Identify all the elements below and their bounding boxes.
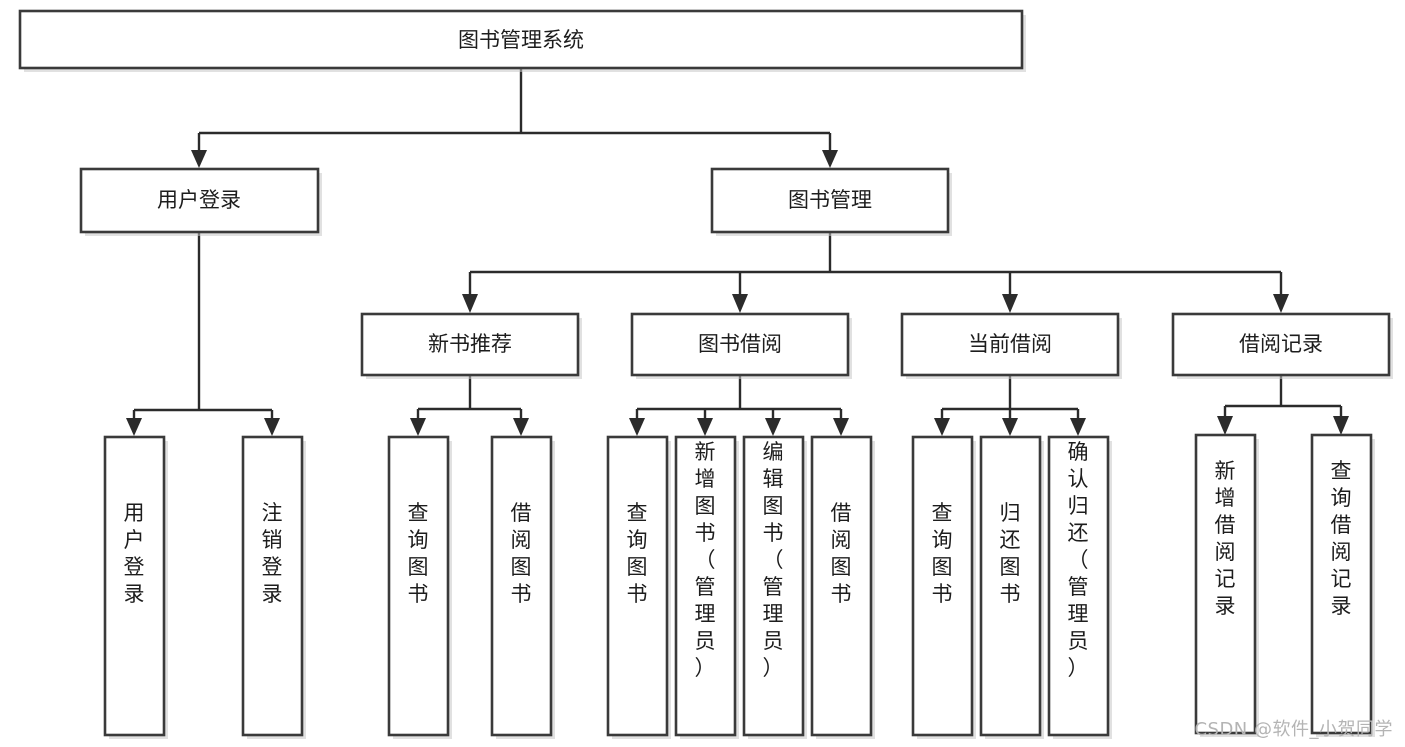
node-leaf-add-record-box[interactable] xyxy=(1194,433,1257,735)
node-borrow-record[interactable]: 借阅记录 xyxy=(1171,312,1393,379)
node-borrow-record-box[interactable] xyxy=(1171,312,1391,377)
arrow-head-leaf-query-book-3 xyxy=(934,418,950,436)
node-new-book-rec-label: 新书推荐 xyxy=(428,332,512,356)
arrow-head-user-login xyxy=(191,150,207,168)
arrow-head-leaf-return-book xyxy=(1002,418,1018,436)
arrow-head-leaf-edit-book xyxy=(765,418,781,436)
node-leaf-add-book-box[interactable] xyxy=(674,435,737,737)
node-book-manage-box[interactable] xyxy=(710,167,950,234)
arrow-head-leaf-logout xyxy=(264,418,280,436)
node-book-manage-label: 图书管理 xyxy=(788,188,872,212)
node-leaf-edit-book-label: 编辑图书（管理员） xyxy=(763,440,784,680)
arrow-head-book-manage xyxy=(822,150,838,168)
arrow-head-leaf-query-book-1 xyxy=(410,418,426,436)
node-leaf-user-login[interactable]: 用户登录 xyxy=(103,435,168,739)
arrow-head-leaf-user-login xyxy=(126,418,142,436)
arrow-head-borrow-record xyxy=(1273,294,1289,313)
node-new-book-rec[interactable]: 新书推荐 xyxy=(360,312,582,379)
node-root[interactable]: 图书管理系统 xyxy=(18,9,1026,72)
arrow-head-leaf-query-book-2 xyxy=(629,418,645,436)
node-book-borrow-label: 图书借阅 xyxy=(698,332,782,356)
arrow-head-leaf-add-record xyxy=(1217,416,1233,435)
node-leaf-edit-book[interactable]: 编辑图书（管理员） xyxy=(742,435,807,739)
node-leaf-add-book-label: 新增图书（管理员） xyxy=(695,440,716,680)
node-leaf-return-book-box[interactable] xyxy=(979,435,1042,737)
node-leaf-query-book-1-box[interactable] xyxy=(387,435,450,737)
node-current-borrow-box[interactable] xyxy=(900,312,1120,377)
arrow-head-leaf-borrow-book-1 xyxy=(513,418,529,436)
node-leaf-query-book-2-box[interactable] xyxy=(606,435,669,737)
node-leaf-return-book[interactable]: 归还图书 xyxy=(979,435,1044,739)
node-leaf-query-record-label: 查询借阅记录 xyxy=(1331,459,1352,618)
node-borrow-record-label: 借阅记录 xyxy=(1239,332,1323,356)
node-leaf-query-book-2[interactable]: 查询图书 xyxy=(606,435,671,739)
node-leaf-edit-book-box[interactable] xyxy=(742,435,805,737)
node-leaf-confirm-return-label: 确认归还（管理员） xyxy=(1068,440,1089,680)
node-leaf-borrow-book-2-box[interactable] xyxy=(810,435,873,737)
node-leaf-query-book-1-label: 查询图书 xyxy=(408,501,429,606)
node-leaf-borrow-book-1-label: 借阅图书 xyxy=(511,501,532,606)
node-user-login[interactable]: 用户登录 xyxy=(79,167,322,236)
arrow-head-leaf-query-record xyxy=(1333,416,1349,435)
node-leaf-borrow-book-2-label: 借阅图书 xyxy=(831,501,852,606)
node-leaf-borrow-book-2[interactable]: 借阅图书 xyxy=(810,435,875,739)
node-leaf-confirm-return[interactable]: 确认归还（管理员） xyxy=(1047,435,1112,739)
arrow-head-leaf-add-book xyxy=(697,418,713,436)
node-book-borrow-box[interactable] xyxy=(630,312,850,377)
arrow-head-leaf-confirm-return xyxy=(1070,418,1086,436)
arrow-head-leaf-borrow-book-2 xyxy=(833,418,849,436)
arrow-head-new-book-rec xyxy=(462,294,478,313)
node-root-box[interactable] xyxy=(18,9,1024,70)
node-leaf-query-book-3[interactable]: 查询图书 xyxy=(911,435,976,739)
node-user-login-label: 用户登录 xyxy=(157,188,241,212)
node-leaf-query-book-2-label: 查询图书 xyxy=(627,501,648,606)
node-new-book-rec-box[interactable] xyxy=(360,312,580,377)
node-leaf-logout[interactable]: 注销登录 xyxy=(241,435,306,739)
node-root-label: 图书管理系统 xyxy=(458,28,584,52)
node-leaf-return-book-label: 归还图书 xyxy=(1000,501,1021,606)
node-leaf-query-record-box[interactable] xyxy=(1310,433,1373,735)
connector-layer xyxy=(126,69,1349,436)
node-leaf-query-record[interactable]: 查询借阅记录 xyxy=(1310,433,1375,737)
node-leaf-borrow-book-1[interactable]: 借阅图书 xyxy=(490,435,555,739)
node-leaf-user-login-box[interactable] xyxy=(103,435,166,737)
node-leaf-add-book[interactable]: 新增图书（管理员） xyxy=(674,435,739,739)
node-current-borrow[interactable]: 当前借阅 xyxy=(900,312,1122,379)
node-leaf-confirm-return-box[interactable] xyxy=(1047,435,1110,737)
node-leaf-logout-box[interactable] xyxy=(241,435,304,737)
node-leaf-query-book-3-label: 查询图书 xyxy=(932,501,953,606)
arrow-head-book-borrow xyxy=(732,294,748,313)
node-current-borrow-label: 当前借阅 xyxy=(968,332,1052,356)
node-book-manage[interactable]: 图书管理 xyxy=(710,167,952,236)
node-leaf-add-record[interactable]: 新增借阅记录 xyxy=(1194,433,1259,737)
node-leaf-logout-label: 注销登录 xyxy=(262,501,283,606)
node-user-login-box[interactable] xyxy=(79,167,320,234)
node-leaf-query-book-1[interactable]: 查询图书 xyxy=(387,435,452,739)
node-leaf-add-record-label: 新增借阅记录 xyxy=(1215,459,1236,618)
node-book-borrow[interactable]: 图书借阅 xyxy=(630,312,852,379)
node-leaf-query-book-3-box[interactable] xyxy=(911,435,974,737)
node-leaf-user-login-label: 用户登录 xyxy=(124,501,145,606)
arrow-head-current-borrow xyxy=(1002,294,1018,313)
node-leaf-borrow-book-1-box[interactable] xyxy=(490,435,553,737)
